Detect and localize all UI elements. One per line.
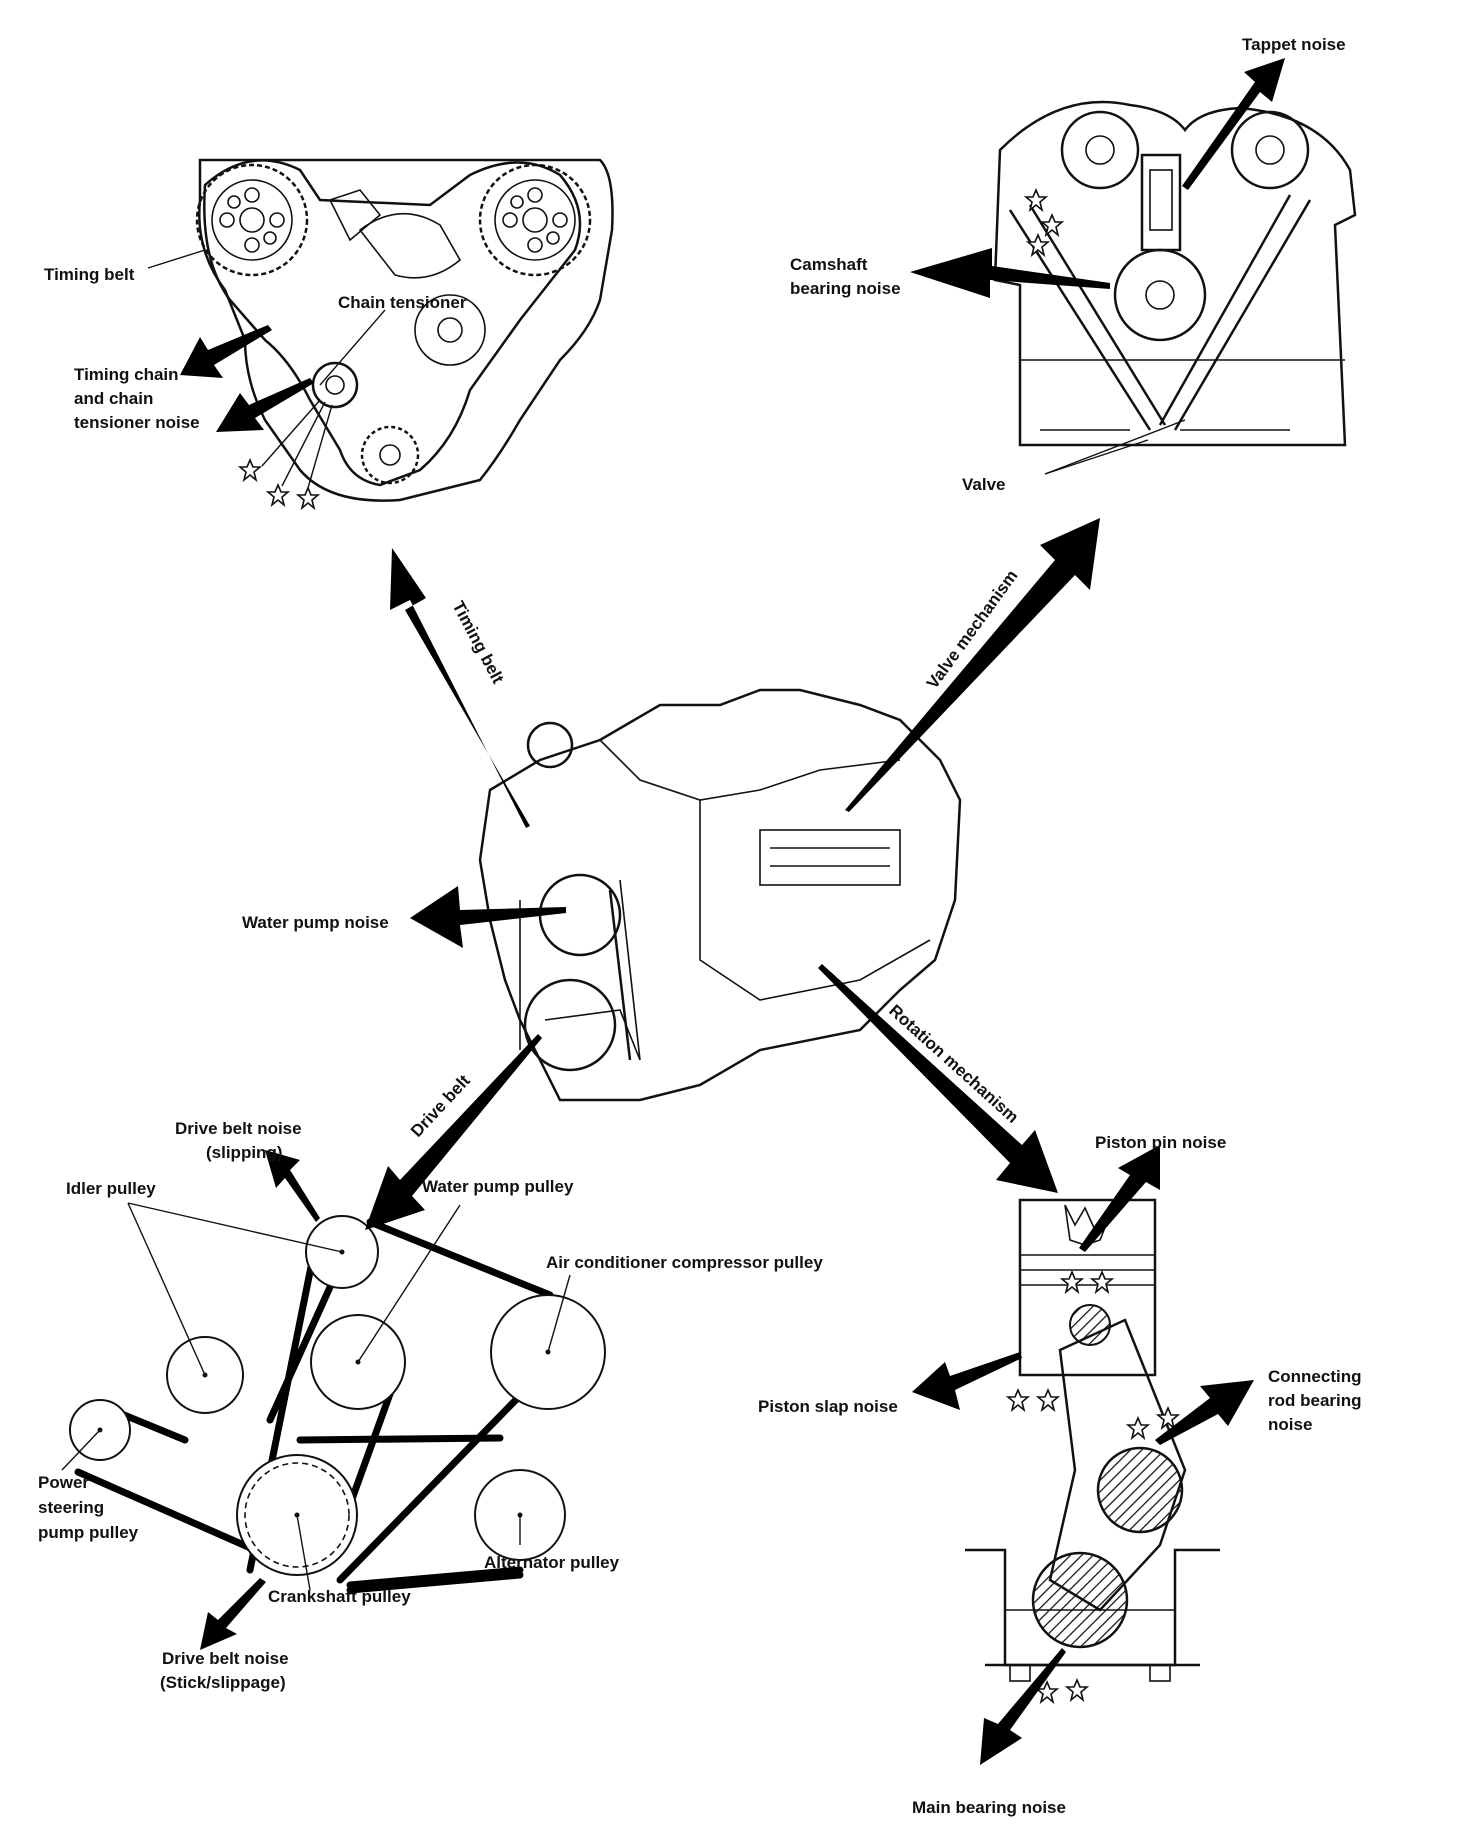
label-alternator-pulley: Alternator pulley [484,1553,620,1572]
label-conrod-1: Connecting [1268,1367,1362,1386]
piston-crank-diagram [965,1198,1220,1703]
drive-belt-diagram [69,1215,606,1594]
label-tappet-noise: Tappet noise [1242,35,1346,54]
leader-lines [61,249,1186,1591]
label-camshaft-1: Camshaft [790,255,868,274]
camshaft-noise-arrow [910,248,1110,298]
label-water-pump-pulley: Water pump pulley [422,1177,574,1196]
label-camshaft-2: bearing noise [790,279,901,298]
label-timing-chain-3: tensioner noise [74,413,200,432]
arrows-group [180,58,1285,1765]
timing-chain-noise-arrow [216,378,314,432]
label-drive-belt-slip-2: (slipping) [206,1143,282,1162]
label-ps-1: Power [38,1473,89,1492]
label-ac-pulley: Air conditioner compressor pulley [546,1253,823,1272]
drive-belt-slip-arrow [265,1150,320,1222]
label-timing-belt-arrow: Timing belt [448,598,507,687]
piston-slap-arrow [912,1352,1022,1410]
label-chain-tensioner: Chain tensioner [338,293,467,312]
label-rotation-mechanism: Rotation mechanism [885,1001,1022,1127]
label-idler-pulley: Idler pulley [66,1179,156,1198]
label-conrod-3: noise [1268,1415,1312,1434]
label-drive-belt-slip-1: Drive belt noise [175,1119,302,1138]
label-valve: Valve [962,475,1006,494]
timing-belt-arrow [390,548,530,828]
valve-mechanism-arrow [845,518,1100,812]
label-drive-belt-stick-1: Drive belt noise [162,1649,289,1668]
label-piston-pin-noise: Piston pin noise [1095,1133,1226,1152]
timing-belt-drawing [195,158,614,509]
label-timing-chain-1: Timing chain [74,365,179,384]
engine-block-drawing [478,688,962,1102]
drive-belt-stick-arrow [200,1578,266,1650]
label-drive-belt-stick-2: (Stick/slippage) [160,1673,286,1692]
water-pump-arrow [410,886,566,948]
conrod-noise-arrow [1155,1380,1254,1445]
label-conrod-2: rod bearing [1268,1391,1362,1410]
label-timing-belt: Timing belt [44,265,135,284]
piston-pin-arrow [1079,1145,1160,1252]
label-main-bearing-noise: Main bearing noise [912,1798,1066,1817]
label-piston-slap-noise: Piston slap noise [758,1397,898,1416]
label-crankshaft-pulley: Crankshaft pulley [268,1587,411,1606]
label-timing-chain-2: and chain [74,389,153,408]
rotation-mechanism-arrow [818,964,1058,1193]
tappet-noise-arrow [1182,58,1285,190]
label-ps-2: steering [38,1498,104,1517]
valve-mechanism-drawing [993,100,1357,447]
label-water-pump-noise: Water pump noise [242,913,389,932]
drive-belt-arrow [365,1034,542,1230]
label-ps-3: pump pulley [38,1523,139,1542]
timing-belt-noise-arrow [180,325,272,378]
main-bearing-arrow [980,1648,1066,1765]
